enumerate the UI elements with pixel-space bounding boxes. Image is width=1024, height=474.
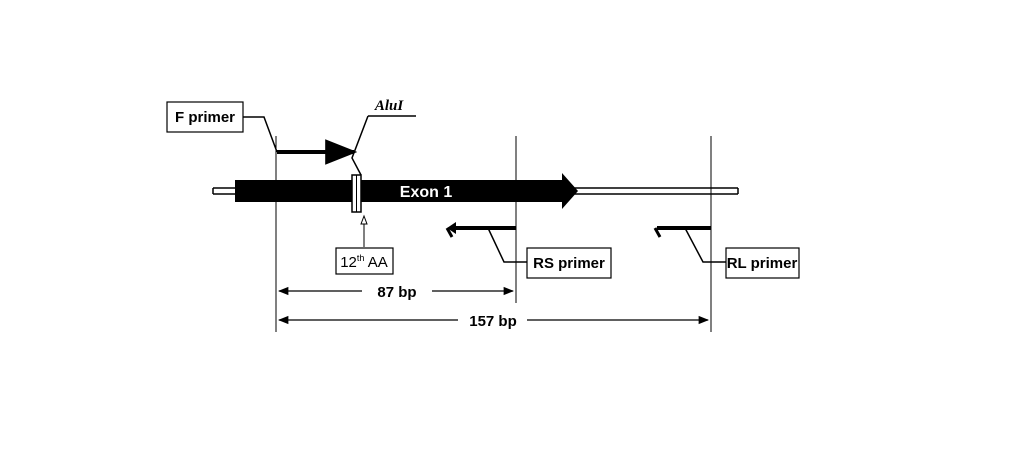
rs-primer-box — [526, 247, 612, 279]
exon-1-arrow: Exon 1 — [235, 173, 578, 209]
rs-primer-group: RS primer — [445, 222, 612, 279]
codon-12-label: 12th AA — [340, 253, 388, 271]
short-product-span: 87 bp — [277, 284, 515, 301]
rl-primer-box — [725, 247, 800, 279]
alui-label-group: AluI — [351, 98, 416, 176]
rl-primer-label: RL primer — [727, 255, 798, 272]
codon-12-group: 12th AA — [335, 214, 394, 275]
long-product-span: 157 bp — [277, 313, 710, 330]
reference-lines — [275, 136, 712, 332]
rs-primer-label: RS primer — [533, 255, 605, 272]
f-primer-label: F primer — [175, 109, 235, 126]
alui-label: AluI — [374, 98, 405, 114]
short-product-label: 87 bp — [377, 284, 416, 301]
f-primer-group: F primer — [166, 101, 358, 165]
f-primer-box — [166, 101, 244, 133]
alui-site-marker — [351, 174, 362, 213]
rl-primer-group: RL primer — [653, 226, 800, 279]
codon-12-box — [335, 247, 394, 275]
long-product-label: 157 bp — [469, 313, 517, 330]
exon-label: Exon 1 — [400, 184, 453, 201]
